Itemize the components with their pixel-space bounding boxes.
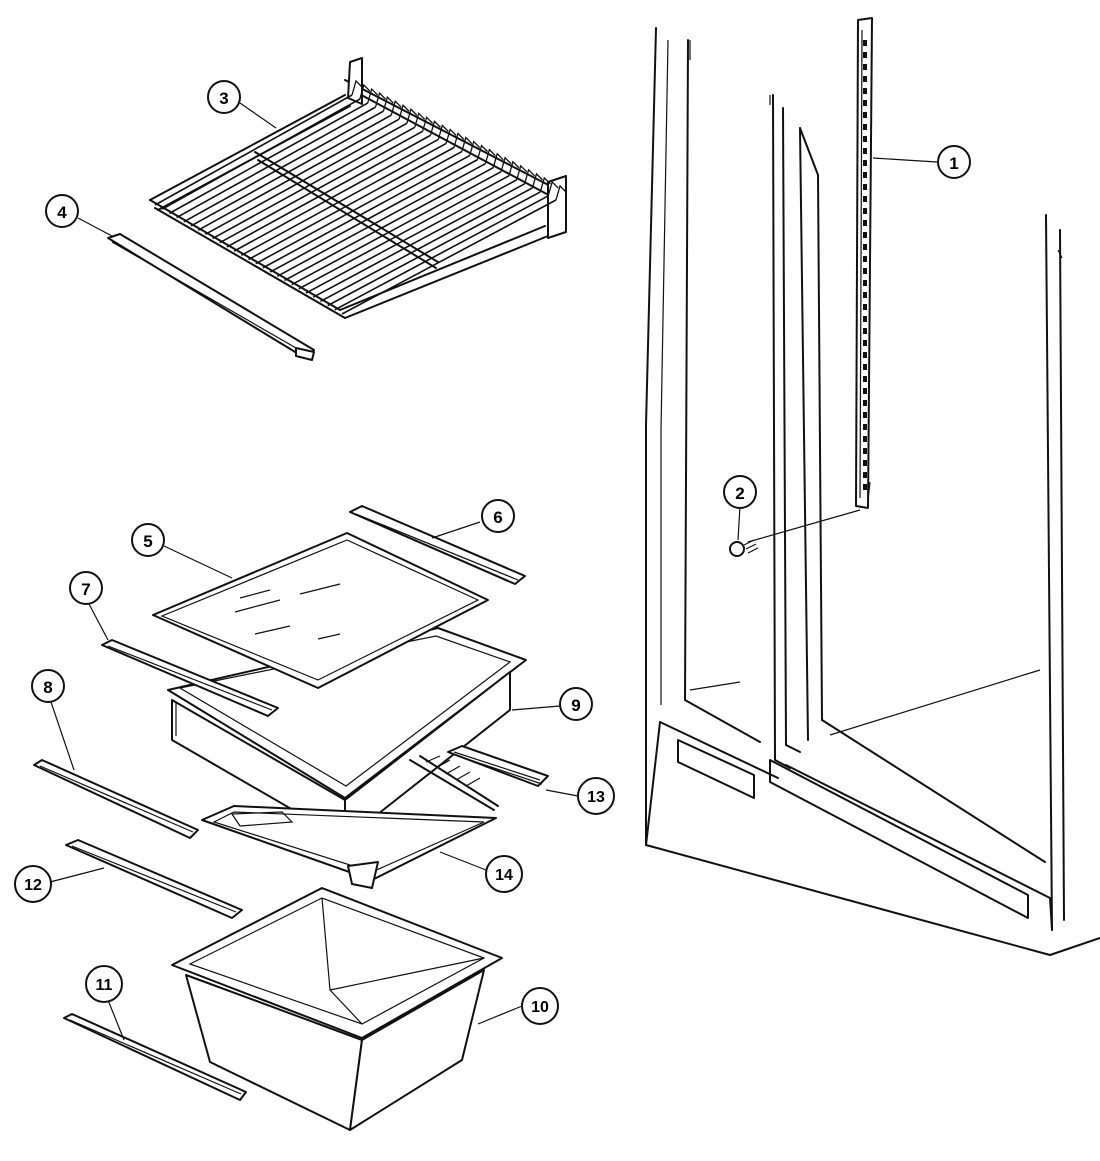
callout-label: 6: [493, 508, 502, 527]
callout-9: 9: [559, 687, 593, 721]
callout-8: 8: [31, 669, 65, 703]
callout-label: 4: [57, 203, 67, 222]
slide-rail-part-13: [447, 745, 549, 787]
callout-label: 2: [735, 484, 744, 503]
callout-5: 5: [131, 523, 165, 557]
crisper-bin-part-10: [171, 887, 503, 1131]
callout-label: 12: [24, 877, 42, 894]
callout-label: 1: [949, 154, 958, 173]
callout-label: 7: [81, 580, 90, 599]
shelf-trim-part-4: [107, 233, 315, 361]
callout-label: 5: [143, 532, 152, 551]
callout-7: 7: [69, 571, 103, 605]
callout-6: 6: [481, 499, 515, 533]
callout-11: 11: [85, 965, 123, 1003]
callout-1: 1: [937, 145, 971, 179]
callout-label: 8: [43, 678, 52, 697]
wire-shelf-part-3: [149, 57, 567, 319]
cabinet-liner: [645, 27, 1100, 956]
screw-part-2: [729, 509, 861, 557]
callout-10: 10: [521, 987, 559, 1025]
callout-12: 12: [14, 865, 52, 903]
rail-part-11: [63, 1013, 247, 1101]
callout-13: 13: [577, 777, 615, 815]
rail-part-12: [65, 839, 243, 919]
shelf-ladder-part-1: [855, 17, 873, 509]
callout-label: 10: [531, 999, 549, 1016]
rail-part-8: [33, 759, 199, 839]
callout-label: 11: [96, 977, 113, 994]
callout-label: 14: [495, 867, 513, 884]
cover-frame-part-14: [201, 755, 499, 889]
callout-4: 4: [45, 194, 79, 228]
callout-3: 3: [207, 80, 241, 114]
callout-2: 2: [723, 475, 757, 509]
trim-part-7: [101, 639, 279, 717]
glass-panel-part-5: [152, 532, 489, 689]
callout-label: 13: [587, 789, 605, 806]
callout-14: 14: [485, 855, 523, 893]
callout-label: 3: [219, 89, 228, 108]
rail-part-6: [349, 505, 526, 585]
leader-lines: [49, 102, 938, 1041]
callout-label: 9: [571, 696, 580, 715]
